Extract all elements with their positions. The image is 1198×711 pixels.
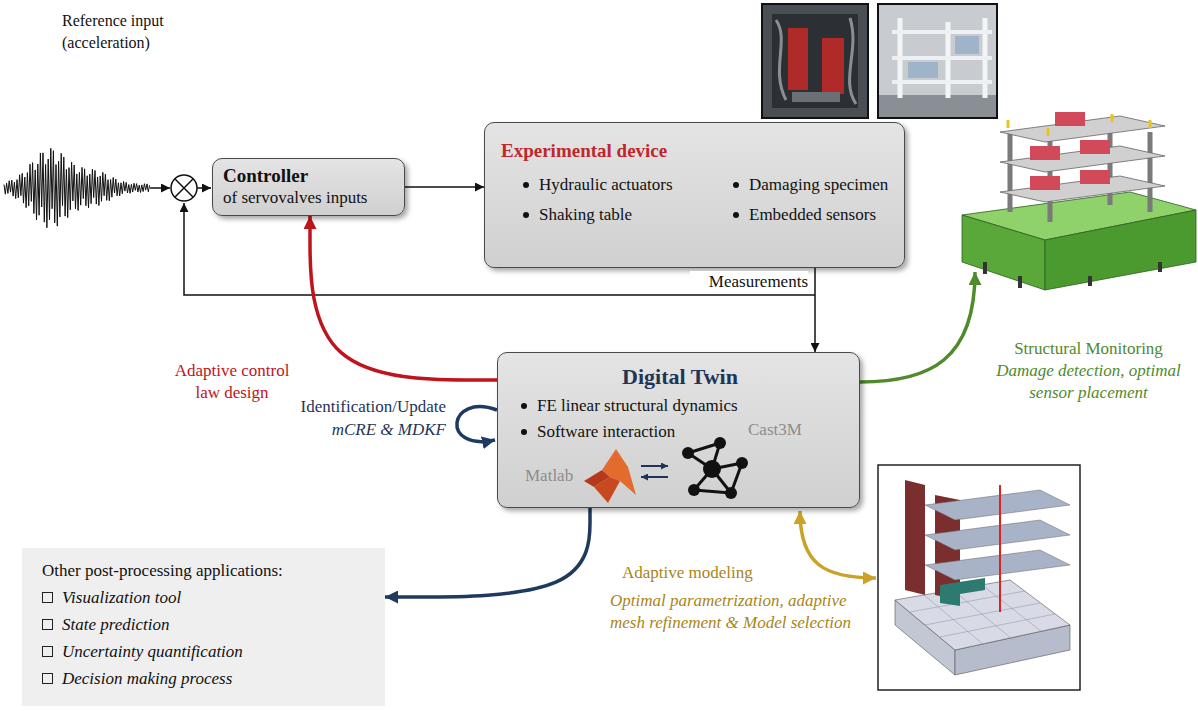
summing-junction [171, 175, 197, 201]
actuator-photo [822, 38, 844, 94]
box-text: of servovalves inputs [223, 187, 394, 209]
fe-mesh-picture [878, 465, 1080, 690]
cast3m-network-icon [714, 437, 726, 449]
annotation-label: Structural Monitoring [985, 338, 1192, 360]
actuator-photo [788, 28, 808, 90]
box-text: Visualization tool [42, 587, 367, 609]
digital-twin-box: Digital Twin FE linear structural dynamic… [497, 352, 860, 508]
building-model [1030, 176, 1060, 190]
adaptive-modeling-arrow [800, 511, 876, 578]
building-model [1030, 146, 1060, 160]
actuator-photo [762, 4, 868, 118]
summing-junction [171, 175, 197, 201]
cast3m-network-icon [682, 437, 748, 499]
exchange-arrows [641, 465, 668, 467]
cast3m-network-icon [703, 460, 721, 478]
monitoring-arrow [860, 272, 975, 382]
matlab-logo [602, 449, 636, 495]
connector-arrow [385, 508, 590, 597]
building-model [962, 112, 1196, 290]
annotation-label: Optimal parametrization, adaptive mesh r… [610, 590, 874, 634]
annotation-label: Adaptive modeling [622, 562, 782, 584]
specimen-photo [878, 4, 997, 118]
box-text: State prediction [42, 614, 367, 636]
box-text: Uncertainty quantification [42, 641, 367, 663]
actuator-photo [762, 4, 868, 118]
connector-arrow [814, 268, 816, 352]
identification-loop [457, 407, 497, 442]
annotation-label: mCRE & MDKF [256, 419, 446, 441]
building-model [1008, 114, 1150, 136]
box-text: Damaging specimen [733, 174, 888, 196]
cast3m-network-icon [688, 443, 742, 493]
fe-mesh-picture [999, 485, 1001, 612]
annotation-label: Damage detection, optimal sensor placeme… [985, 360, 1192, 404]
adaptive-modeling-arrow [800, 511, 876, 578]
cast3m-network-icon [725, 487, 737, 499]
matlab-logo [584, 449, 636, 503]
signal-wires [150, 187, 170, 189]
building-model [1055, 112, 1085, 126]
box-text: Decision making process [42, 668, 367, 690]
cast3m-network-icon [688, 484, 700, 496]
connector-label: Measurements [690, 271, 808, 293]
building-model [1010, 125, 1150, 222]
fe-mesh-picture [910, 585, 1055, 645]
connector-arrow [310, 216, 497, 380]
applications-box: Other post-processing applications: Visua… [22, 548, 385, 706]
signal-wires [197, 187, 211, 189]
matlab-logo [584, 470, 610, 487]
fe-mesh-picture [940, 578, 985, 606]
matlab-logo [594, 477, 620, 503]
fe-mesh-picture [905, 480, 925, 595]
connector-label: Adaptive control law design [164, 360, 300, 404]
box-text: Embedded sensors [733, 204, 888, 226]
cast3m-network-icon [736, 457, 748, 469]
exchange-arrows [641, 466, 668, 477]
specimen-photo [955, 36, 979, 54]
fe-mesh-picture [925, 550, 1070, 580]
cast3m-network-icon [682, 447, 694, 459]
box-text: Hydraulic actuators [523, 174, 711, 196]
box-heading: Controller [223, 165, 394, 187]
box-heading: Other post-processing applications: [42, 560, 367, 582]
exchange-arrows [641, 476, 668, 478]
box-heading: Digital Twin [521, 363, 839, 391]
annotation-label: Reference input (acceleration) [62, 10, 192, 54]
device-box: Experimental deviceHydraulic actuators Da… [484, 122, 905, 268]
fe-mesh-picture [878, 465, 1080, 690]
box-heading: Experimental device [501, 140, 888, 162]
specimen-photo [878, 4, 997, 118]
specimen-photo [892, 32, 992, 82]
building-model [1080, 140, 1110, 154]
monitoring-arrow [860, 272, 975, 382]
controller-box: Controllerof servovalves inputs [212, 158, 405, 216]
building-model [1080, 170, 1110, 184]
actuator-photo [776, 18, 856, 104]
box-text: Shaking table [523, 204, 711, 226]
connector-arrow [405, 186, 484, 188]
fe-mesh-picture [925, 490, 1070, 520]
building-model [1045, 210, 1196, 290]
reference-waveform [4, 148, 150, 227]
box-text: FE linear structural dynamics [521, 395, 839, 417]
specimen-photo [908, 62, 938, 78]
building-model [985, 262, 1160, 288]
identification-loop [457, 407, 497, 442]
actuator-photo [772, 14, 858, 108]
actuator-photo [792, 92, 840, 102]
summing-junction [175, 179, 193, 197]
box-text: Matlab [525, 465, 573, 487]
fe-mesh-picture [925, 520, 1070, 550]
box-text: Cast3M [748, 419, 802, 441]
reference-waveform [4, 148, 150, 227]
specimen-photo [879, 95, 996, 117]
